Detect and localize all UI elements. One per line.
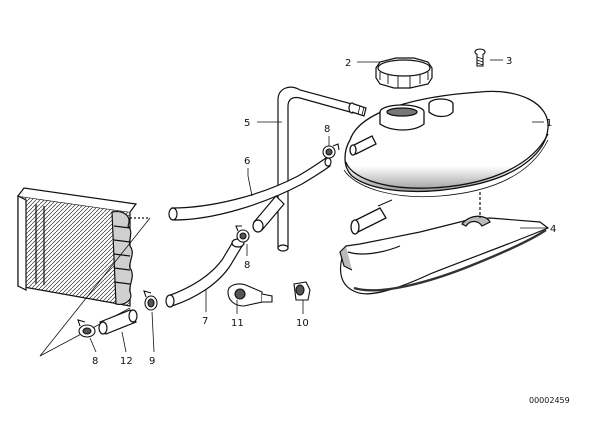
filler-cap xyxy=(375,57,433,89)
fitting-11 xyxy=(227,283,273,307)
callout-8-middle: 8 xyxy=(244,260,250,271)
callout-3: 3 xyxy=(506,56,512,67)
callout-7: 7 xyxy=(202,316,208,327)
callout-1: 1 xyxy=(546,118,552,129)
tank-bracket xyxy=(339,192,550,295)
callout-10: 10 xyxy=(296,318,309,329)
radiator xyxy=(17,187,151,357)
callout-4: 4 xyxy=(550,224,556,235)
callout-9: 9 xyxy=(149,356,155,367)
hose-upper xyxy=(168,157,332,233)
callout-2: 2 xyxy=(345,58,351,69)
expansion-tank xyxy=(343,90,549,235)
document-number: 00002459 xyxy=(529,396,570,405)
screw xyxy=(474,48,486,67)
hose-clamp-9 xyxy=(143,290,158,311)
callout-8-left: 8 xyxy=(92,356,98,367)
grommet-10 xyxy=(293,281,311,301)
callout-11: 11 xyxy=(231,318,244,329)
hose-clamp-left xyxy=(77,319,96,338)
hose-long-bent xyxy=(277,86,367,252)
callout-6: 6 xyxy=(244,156,250,167)
leader-lines xyxy=(89,59,548,353)
hose-clamp-middle xyxy=(235,225,250,243)
callout-12: 12 xyxy=(120,356,133,367)
callout-8-top: 8 xyxy=(324,124,330,135)
callout-5: 5 xyxy=(244,118,250,129)
hose-short xyxy=(98,309,138,335)
hose-clamp-top xyxy=(322,143,340,159)
